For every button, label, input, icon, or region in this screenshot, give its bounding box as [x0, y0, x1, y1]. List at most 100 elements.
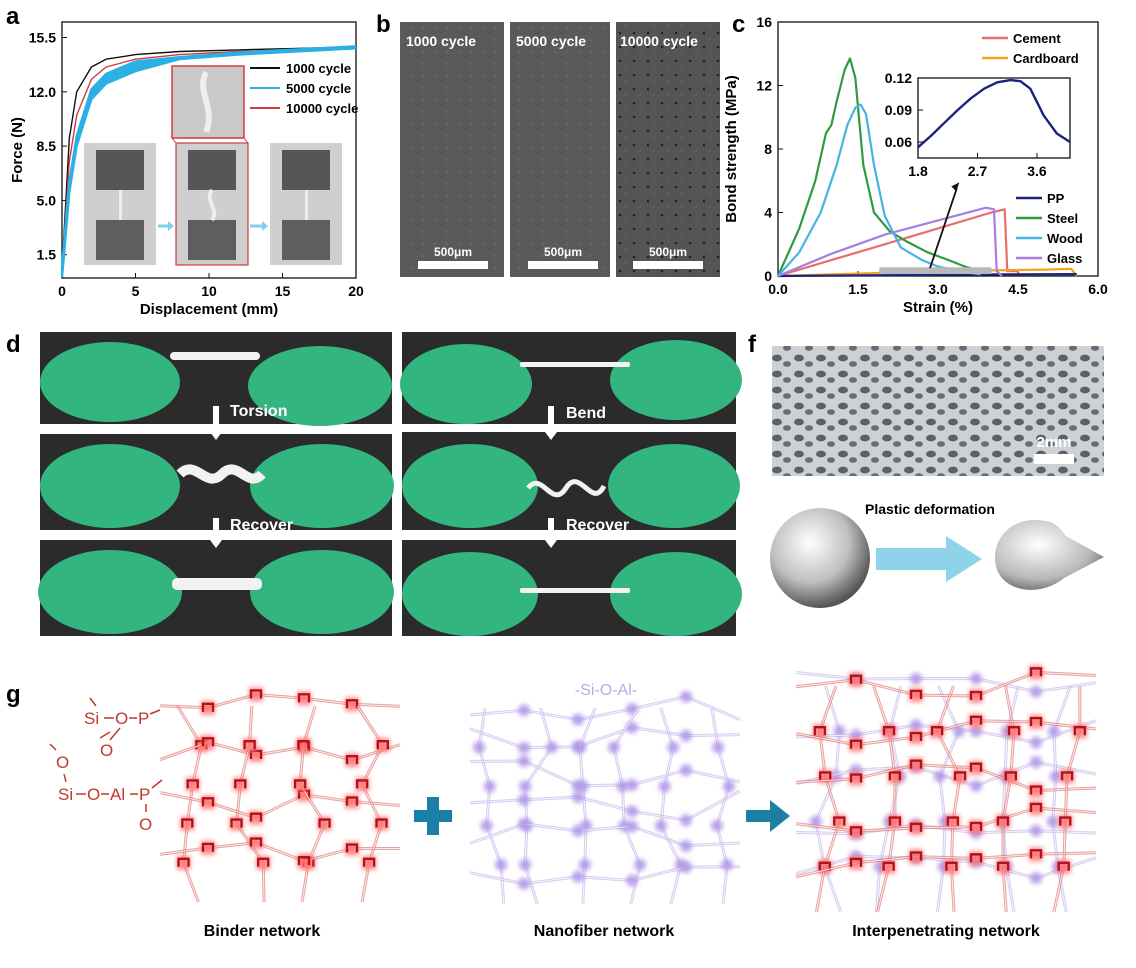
zoom-arrow — [929, 188, 958, 269]
crosslink-node — [256, 857, 270, 867]
x-tick-label: 4.5 — [1008, 281, 1028, 297]
nanofiber-node — [680, 690, 692, 703]
crosslink-node — [909, 731, 923, 742]
sem-scale-3: 500μm — [649, 245, 687, 259]
crosslink-node — [813, 726, 827, 736]
series-line-1000-cycle — [61, 46, 357, 271]
crosslink-node — [345, 699, 359, 709]
nanofiber-node — [970, 672, 982, 685]
nanofiber-strand — [469, 695, 741, 722]
crosslink-node — [201, 797, 215, 807]
crosslink-node — [230, 818, 243, 828]
nanofiber-node — [910, 719, 922, 732]
crosslink-node — [249, 837, 263, 847]
sem-image-3: 10000 cycle 500μm — [616, 22, 720, 277]
binder-strand-core — [235, 705, 265, 903]
nanofiber-node — [722, 780, 735, 793]
x-tick-label: 1.5 — [848, 281, 868, 297]
crosslink-node — [996, 816, 1010, 826]
binder-strand — [159, 791, 401, 820]
nanofiber-node — [1030, 756, 1042, 769]
nanofiber-node — [1049, 770, 1062, 783]
crosslink-node — [318, 818, 331, 828]
crosslink-node — [909, 851, 923, 861]
zoom-region — [879, 267, 992, 274]
crosslink-node — [1007, 726, 1021, 736]
y-tick-label: 1.5 — [37, 247, 57, 263]
nanofiber-node — [970, 725, 982, 738]
nanofiber-node — [933, 770, 946, 783]
caption-interpenetrating: Interpenetrating network — [852, 923, 1040, 940]
x-tick-label: 1.8 — [908, 163, 928, 179]
nanofiber-node — [519, 858, 532, 871]
crosslink-node — [930, 726, 944, 736]
deformation-arrow — [876, 548, 946, 570]
crosslink-node — [201, 842, 215, 852]
sem-caption-3: 10000 cycle — [620, 33, 698, 49]
atom-9: P — [139, 785, 150, 804]
panel-label-c: c — [732, 11, 745, 38]
nanofiber-node — [495, 858, 508, 871]
nanofiber-node — [910, 672, 922, 685]
legend-label: Steel — [1047, 211, 1078, 226]
nanofiber-node — [616, 780, 629, 793]
crosslink-node — [297, 693, 311, 703]
bend-photos: Bend Recover — [400, 332, 742, 636]
binder-strand-core — [159, 693, 401, 709]
crosslink-node — [818, 861, 831, 871]
x-tick-label: 5 — [132, 283, 140, 299]
series-line-wood — [777, 103, 981, 277]
nanofiber-node — [710, 819, 723, 832]
crosslink-node — [362, 857, 376, 867]
nanofiber-strand-core — [579, 707, 596, 905]
nanofiber-node — [680, 729, 692, 742]
crosslink-node — [243, 740, 256, 750]
nanofiber-node — [518, 755, 530, 768]
crosslink-node — [1060, 771, 1074, 781]
crosslink-node — [181, 818, 194, 828]
nanofiber-node — [572, 824, 584, 837]
atom-4: O — [100, 741, 113, 760]
crosslink-node — [1029, 785, 1043, 795]
x-tick-label: 0 — [58, 283, 66, 299]
sem-scale-2: 500μm — [544, 245, 582, 259]
crosslink-node — [909, 759, 923, 769]
caption-nanofiber: Nanofiber network — [534, 923, 675, 940]
crosslink-node — [849, 826, 863, 836]
inter-binder-strand-core — [1002, 685, 1015, 913]
panel-label-f: f — [748, 331, 757, 358]
crosslink-node — [201, 702, 215, 712]
nanofiber-node — [1047, 725, 1060, 738]
legend-label: Cardboard — [1013, 51, 1079, 66]
series-line-pp — [917, 78, 1071, 149]
crosslink-node — [888, 816, 902, 826]
nanofiber-node — [578, 858, 591, 871]
nanofiber-node — [626, 820, 638, 833]
crosslink-node — [1004, 771, 1017, 781]
inter-binder-strand-core — [795, 807, 1097, 832]
panel-label-a: a — [6, 3, 20, 30]
nanofiber-node — [626, 874, 638, 887]
inset-bg — [918, 78, 1070, 158]
inter-nano-strand-core — [936, 685, 960, 913]
crosslink-node — [375, 818, 388, 828]
y-axis-label: Bond strength (MPa) — [723, 75, 740, 223]
legend-label: Glass — [1047, 251, 1082, 266]
atom-7: O — [87, 785, 100, 804]
nanofiber-node — [680, 764, 692, 777]
legend-label: 5000 cycle — [286, 81, 351, 96]
drop-icon — [994, 520, 1104, 590]
crosslink-node — [888, 771, 902, 781]
nanofiber-node — [1030, 824, 1042, 837]
inter-binder-strand-core — [936, 685, 961, 913]
crosslink-node — [969, 821, 983, 831]
inter-nano-strand-core — [795, 761, 1097, 787]
nanofiber-strand-core — [469, 726, 741, 749]
nanofiber-node — [518, 877, 530, 890]
sem-caption-1: 1000 cycle — [406, 33, 476, 49]
legend-label: Wood — [1047, 231, 1083, 246]
nanofiber-strand-core — [711, 707, 730, 905]
